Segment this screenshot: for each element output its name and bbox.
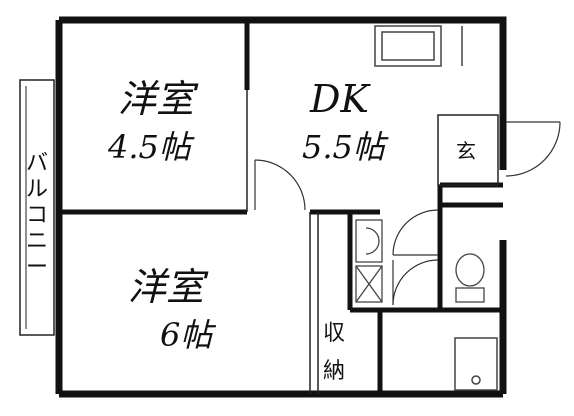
balcony-char-2: ル — [26, 177, 48, 202]
balcony-char-4: ニ — [26, 229, 48, 254]
closet-label-2: 納 — [323, 359, 345, 384]
door-swings — [254, 121, 561, 306]
balcony-char-5: ー — [26, 255, 48, 280]
balcony — [19, 79, 55, 336]
outer-walls — [55, 16, 507, 398]
room-size-western-small: 4.5帖 — [107, 128, 195, 166]
entrance-label: 玄 — [456, 139, 476, 163]
toilet — [455, 253, 485, 303]
kitchen-counter — [374, 25, 463, 67]
room-name-dk: DK — [309, 77, 371, 121]
balcony-char-1: バ — [26, 151, 48, 176]
balcony-char-3: コ — [26, 203, 48, 228]
washer-space — [355, 265, 383, 303]
room-name-western-small: 洋室 — [118, 77, 199, 121]
wash-basin — [355, 219, 383, 263]
bathtub — [454, 337, 498, 391]
closet-label-1: 収 — [323, 321, 345, 346]
room-size-dk: 5.5帖 — [302, 128, 389, 166]
partition-lines — [246, 90, 499, 394]
room-size-western-large: 6帖 — [160, 316, 216, 354]
room-name-western-large: 洋室 — [128, 265, 209, 309]
